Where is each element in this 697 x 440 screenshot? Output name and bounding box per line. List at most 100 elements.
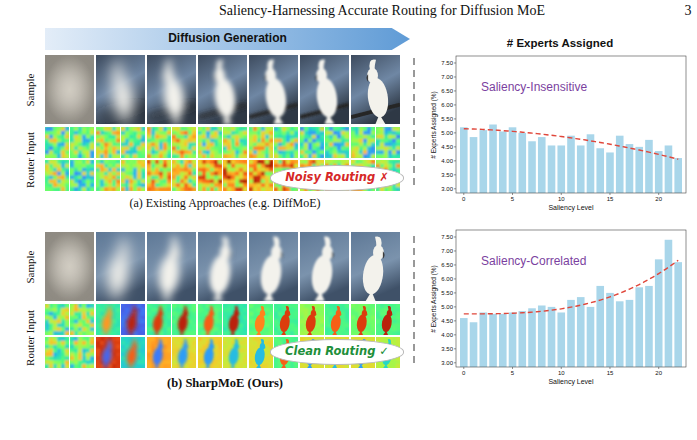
heatmap-cell bbox=[257, 139, 262, 143]
heatmap-cell bbox=[261, 176, 266, 180]
heatmap-cell bbox=[235, 139, 240, 143]
heatmap-cell bbox=[49, 168, 54, 172]
heatmap-cell bbox=[176, 160, 181, 164]
heatmap-cell bbox=[231, 172, 236, 176]
heatmap-cell bbox=[198, 187, 203, 191]
heatmap-cell bbox=[239, 187, 244, 191]
heatmap-cell bbox=[172, 312, 177, 316]
bird-beak bbox=[128, 251, 130, 259]
heatmap-cell bbox=[90, 183, 94, 187]
heatmap-cell bbox=[192, 304, 196, 308]
heatmap-cell bbox=[90, 146, 94, 150]
heatmap-cell bbox=[116, 345, 120, 349]
heatmap-cell bbox=[137, 316, 142, 320]
heatmap-cell bbox=[184, 331, 189, 335]
heatmap-cell bbox=[180, 164, 185, 168]
heatmap-cell bbox=[147, 187, 152, 191]
heatmap-cell bbox=[359, 150, 364, 154]
heatmap-cell bbox=[96, 320, 101, 324]
heatmap-cell bbox=[100, 160, 105, 164]
heatmap-cell bbox=[74, 172, 79, 176]
heatmap-cell bbox=[74, 135, 79, 139]
heatmap-cell bbox=[286, 127, 291, 131]
heatmap-cell bbox=[198, 135, 203, 139]
heatmap-cell bbox=[112, 183, 117, 187]
router-heatmap bbox=[96, 127, 120, 158]
heatmap-cell bbox=[61, 353, 66, 357]
heatmap-cell bbox=[278, 164, 283, 168]
heatmap-cell bbox=[57, 308, 62, 312]
heatmap-cell bbox=[116, 146, 120, 150]
heatmap-cell bbox=[239, 131, 244, 135]
heatmap-cell bbox=[202, 150, 207, 154]
router-heatmap bbox=[45, 304, 69, 335]
heatmap-cell bbox=[108, 164, 113, 168]
heatmap-cell bbox=[57, 176, 62, 180]
heatmap-cell bbox=[112, 356, 117, 360]
heatmap-cell bbox=[290, 154, 295, 158]
heatmap-cell bbox=[125, 308, 130, 312]
heatmap-cell bbox=[384, 135, 389, 139]
heatmap-cell bbox=[192, 308, 196, 312]
heatmap-cell bbox=[167, 323, 171, 327]
heatmap-cell bbox=[137, 168, 142, 172]
heatmap-cell bbox=[274, 143, 279, 147]
heatmap-cell bbox=[231, 150, 236, 154]
heatmap-cell bbox=[133, 135, 138, 139]
heatmap-cell bbox=[53, 360, 58, 364]
heatmap-cell bbox=[90, 308, 94, 312]
heatmap-cell bbox=[167, 135, 171, 139]
heatmap-cell bbox=[116, 356, 120, 360]
heatmap-cell bbox=[112, 337, 117, 341]
heatmap-ground bbox=[147, 160, 171, 191]
heatmap-cell bbox=[206, 179, 211, 183]
heatmap-cell bbox=[206, 187, 211, 191]
heatmap-cell bbox=[159, 139, 164, 143]
heatmap-cell bbox=[74, 331, 79, 335]
heatmap-cell bbox=[239, 172, 244, 176]
heatmap-cell bbox=[206, 183, 211, 187]
heatmap-cell bbox=[176, 150, 181, 154]
heatmap-cell bbox=[269, 168, 273, 172]
heatmap-cell bbox=[355, 131, 360, 135]
heatmap-cell bbox=[78, 154, 83, 158]
heatmap-cell bbox=[192, 327, 196, 331]
heatmap-cell bbox=[227, 176, 232, 180]
heatmap-cell bbox=[206, 172, 211, 176]
heatmap-cell bbox=[78, 176, 83, 180]
heatmap-cell bbox=[227, 168, 232, 172]
heatmap-cell bbox=[274, 127, 279, 131]
heatmap-cell bbox=[86, 345, 91, 349]
heatmap-cell bbox=[125, 187, 130, 191]
heatmap-cell bbox=[112, 154, 117, 158]
heatmap-cell bbox=[70, 160, 75, 164]
heatmap-cell bbox=[188, 308, 193, 312]
heatmap-cell bbox=[121, 135, 126, 139]
heatmap-cell bbox=[218, 164, 222, 168]
heatmap-cell bbox=[304, 135, 309, 139]
heatmap-cell bbox=[82, 164, 87, 168]
heatmap-cell bbox=[294, 139, 298, 143]
heatmap-cell bbox=[371, 146, 375, 150]
heatmap-cell bbox=[112, 179, 117, 183]
heatmap-cell bbox=[57, 316, 62, 320]
heatmap-cell bbox=[312, 160, 317, 164]
heatmap-cell bbox=[192, 316, 196, 320]
heatmap-cell bbox=[74, 345, 79, 349]
heatmap-cell bbox=[214, 187, 219, 191]
heatmap-cell bbox=[100, 337, 105, 341]
heatmap-cell bbox=[239, 164, 244, 168]
heatmap-cell bbox=[188, 327, 193, 331]
heatmap-cell bbox=[223, 160, 228, 164]
heatmap-cell bbox=[290, 143, 295, 147]
heatmap-cell bbox=[308, 139, 313, 143]
heatmap-cell bbox=[286, 135, 291, 139]
heatmap-cell bbox=[184, 135, 189, 139]
heatmap-cell bbox=[82, 349, 87, 353]
heatmap-cell bbox=[96, 316, 101, 320]
heatmap-cell bbox=[180, 187, 185, 191]
heatmap-cell bbox=[49, 345, 54, 349]
heatmap-cell bbox=[192, 143, 196, 147]
router-heatmap bbox=[121, 127, 145, 158]
heatmap-cell bbox=[70, 131, 75, 135]
